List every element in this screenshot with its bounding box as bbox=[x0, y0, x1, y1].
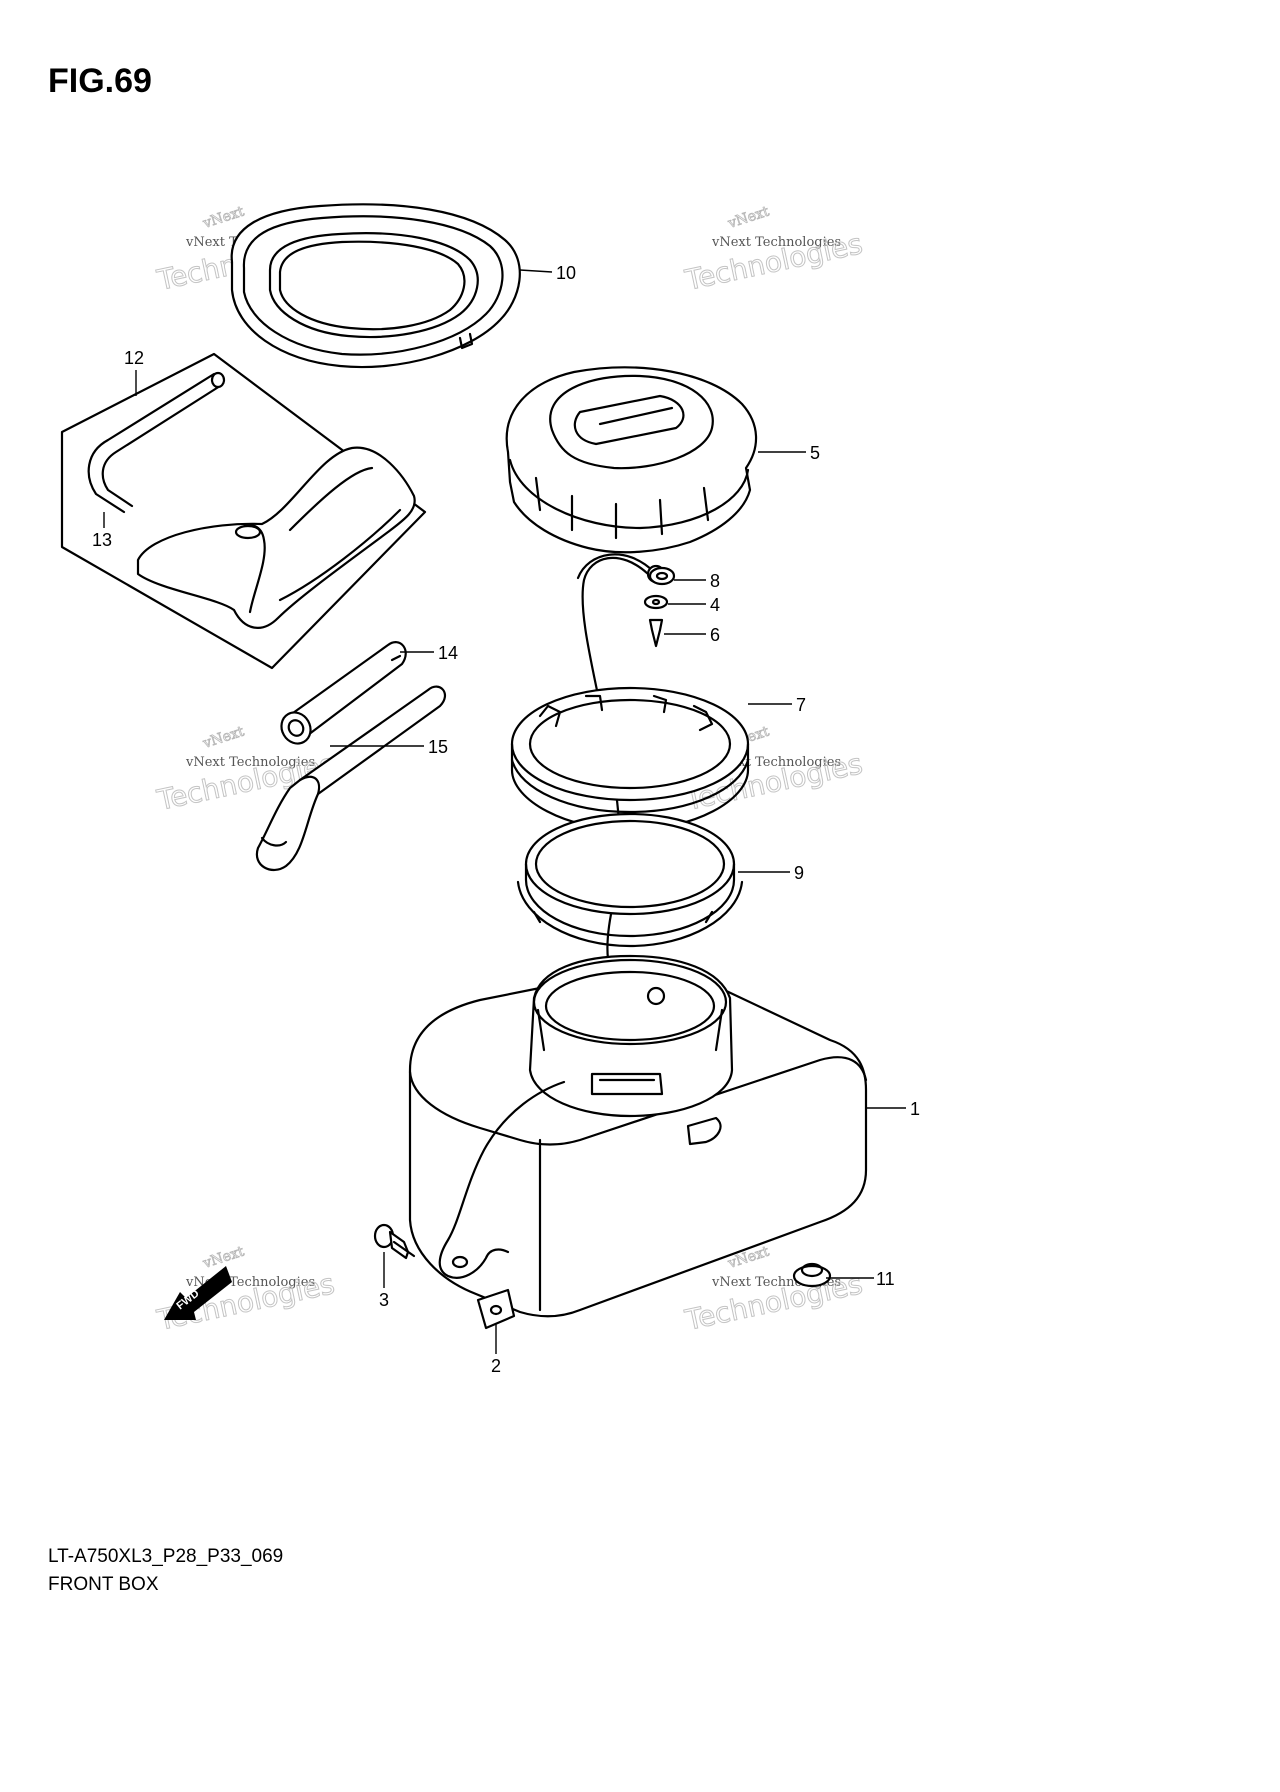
part-10-seal-ring bbox=[230, 203, 521, 369]
callout-15: 15 bbox=[428, 737, 448, 757]
part-7-lock-ring bbox=[510, 686, 750, 832]
part-15-spanner bbox=[255, 685, 446, 872]
svg-text:vNext: vNext bbox=[200, 724, 246, 753]
diagram-code: LT-A750XL3_P28_P33_069 bbox=[48, 1546, 284, 1567]
part-9-threaded-ring bbox=[516, 812, 744, 948]
part-12-13-tool-bag-group bbox=[60, 352, 427, 670]
callout-8: 8 bbox=[710, 571, 720, 591]
svg-text:vNext Technologies: vNext Technologies bbox=[185, 755, 315, 770]
svg-text:vNext: vNext bbox=[725, 204, 771, 233]
callout-5: 5 bbox=[810, 443, 820, 463]
callout-3: 3 bbox=[379, 1290, 389, 1310]
svg-text:vNext Technologies: vNext Technologies bbox=[711, 235, 841, 250]
svg-text:vNext: vNext bbox=[200, 1244, 246, 1273]
callout-4: 4 bbox=[710, 595, 720, 615]
part-11-grommet bbox=[792, 1262, 832, 1288]
callout-9: 9 bbox=[794, 863, 804, 883]
callout-12: 12 bbox=[124, 348, 144, 368]
forward-arrow-icon: FWD bbox=[164, 1266, 232, 1320]
part-8-4-6-fasteners bbox=[643, 566, 676, 648]
callout-13: 13 bbox=[92, 530, 112, 550]
part-3-screw bbox=[373, 1223, 416, 1260]
diagram-name: FRONT BOX bbox=[48, 1574, 159, 1595]
callout-2: 2 bbox=[491, 1356, 501, 1376]
figure-title: FIG.69 bbox=[48, 62, 152, 100]
callout-1: 1 bbox=[910, 1099, 920, 1119]
svg-text:vNext: vNext bbox=[200, 204, 246, 233]
callout-14: 14 bbox=[438, 643, 458, 663]
callout-6: 6 bbox=[710, 625, 720, 645]
callout-labels: 10 12 13 5 8 4 6 14 7 15 9 1 11 3 2 bbox=[92, 263, 920, 1376]
part-5-cap bbox=[505, 366, 758, 554]
part-2-clip-nut bbox=[476, 1288, 516, 1330]
part-1-front-box bbox=[408, 954, 868, 1318]
leader-lines bbox=[103, 269, 906, 1354]
watermark-top-right: vNext vNext Technologies Technologies bbox=[681, 203, 866, 297]
watermark-bottom-left: vNext vNext Technologies Technologies bbox=[153, 1243, 338, 1337]
callout-11: 11 bbox=[876, 1269, 895, 1289]
callout-7: 7 bbox=[796, 695, 806, 715]
callout-10: 10 bbox=[556, 263, 576, 283]
part-14-tool-cylinder bbox=[280, 641, 407, 745]
